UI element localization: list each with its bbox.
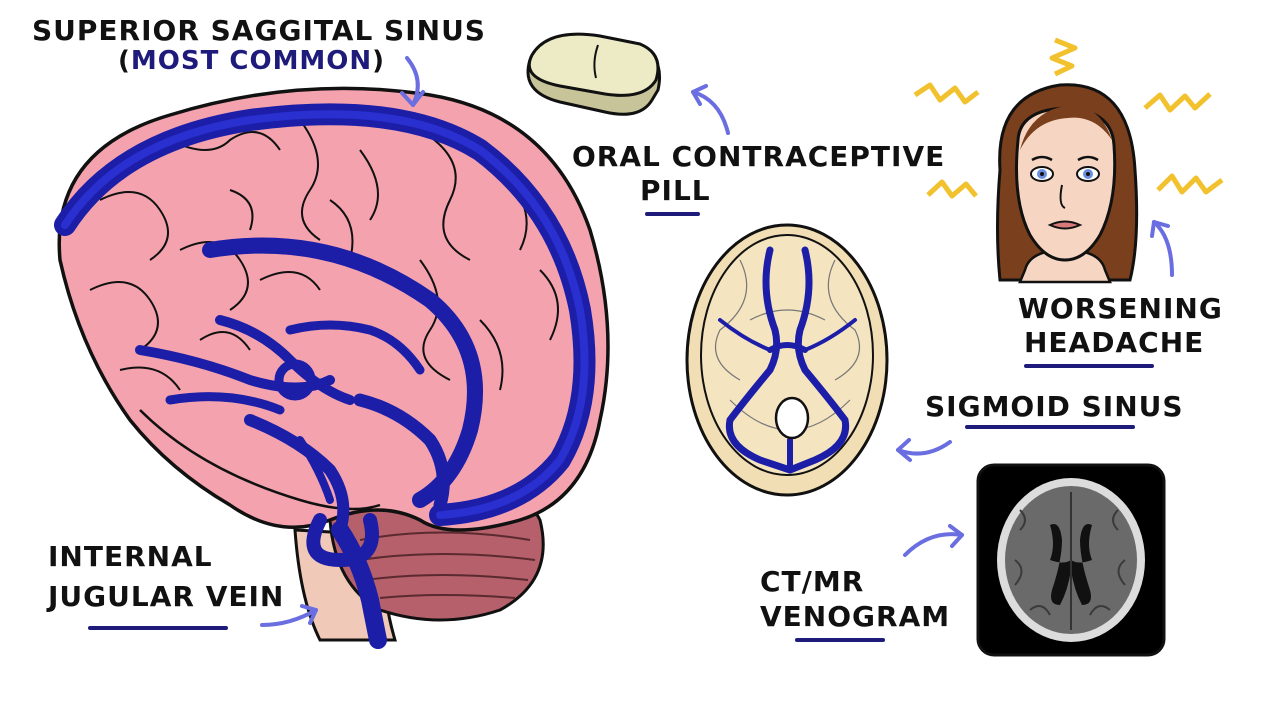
pill-underline xyxy=(645,212,700,216)
most-common-text: MOST COMMON xyxy=(130,46,373,76)
ct-mr-label: CT/MR xyxy=(760,565,865,598)
jugular-vein-label: JUGULAR VEIN xyxy=(48,580,285,613)
headache-label: HEADACHE xyxy=(1024,326,1205,359)
venogram-underline xyxy=(795,638,885,642)
pointer-arrows xyxy=(260,56,1174,627)
skull-base-illustration xyxy=(685,223,889,497)
headache-underline xyxy=(1024,364,1154,368)
internal-label: INTERNAL xyxy=(48,540,213,573)
sigmoid-sinus-label: SIGMOID SINUS xyxy=(925,390,1184,423)
superior-sagittal-sinus-label: SUPERIOR SAGGITAL SINUS xyxy=(32,14,486,47)
oral-contraceptive-label: ORAL CONTRACEPTIVE xyxy=(572,140,946,173)
jugular-underline xyxy=(88,626,228,630)
headache-woman-illustration xyxy=(996,83,1139,284)
most-common-close-paren: ) xyxy=(372,46,386,76)
brain-illustration xyxy=(54,86,610,649)
headache-zigzags xyxy=(913,37,1224,199)
pill-illustration xyxy=(526,32,661,116)
worsening-label: WORSENING xyxy=(1018,292,1223,325)
most-common-label: (MOST COMMON) xyxy=(118,46,385,76)
sigmoid-underline xyxy=(965,425,1135,429)
ct-scan-illustration xyxy=(976,463,1166,657)
pill-label: PILL xyxy=(640,174,711,207)
most-common-open-paren: ( xyxy=(118,46,131,76)
venogram-label: VENOGRAM xyxy=(760,600,951,633)
